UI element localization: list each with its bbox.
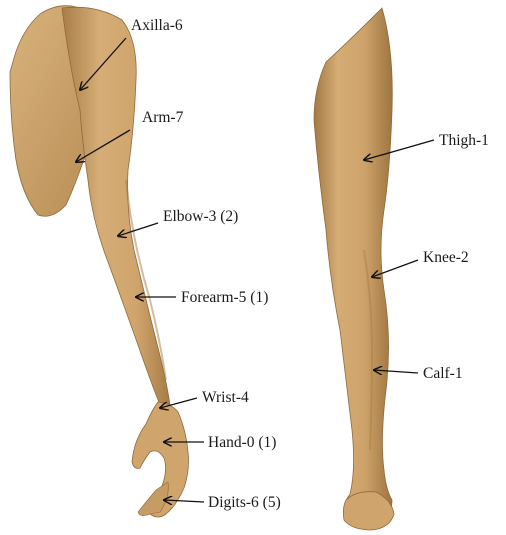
elbow-label: Elbow-3 (2) xyxy=(163,208,238,225)
upper-arm-forearm-shape xyxy=(62,7,170,410)
knee-label: Knee-2 xyxy=(423,249,469,266)
leg-illustration xyxy=(314,8,394,530)
calf-label: Calf-1 xyxy=(423,365,463,382)
leg-shape xyxy=(314,8,392,522)
thigh-label: Thigh-1 xyxy=(439,132,489,149)
hand-label: Hand-0 (1) xyxy=(208,434,276,451)
arm-label: Arm-7 xyxy=(142,109,184,126)
axilla-label: Axilla-6 xyxy=(131,17,183,34)
arm-illustration xyxy=(10,6,189,517)
forearm-label: Forearm-5 (1) xyxy=(181,289,268,306)
digits-label: Digits-6 (5) xyxy=(208,494,281,511)
wrist-label: Wrist-4 xyxy=(202,389,249,406)
